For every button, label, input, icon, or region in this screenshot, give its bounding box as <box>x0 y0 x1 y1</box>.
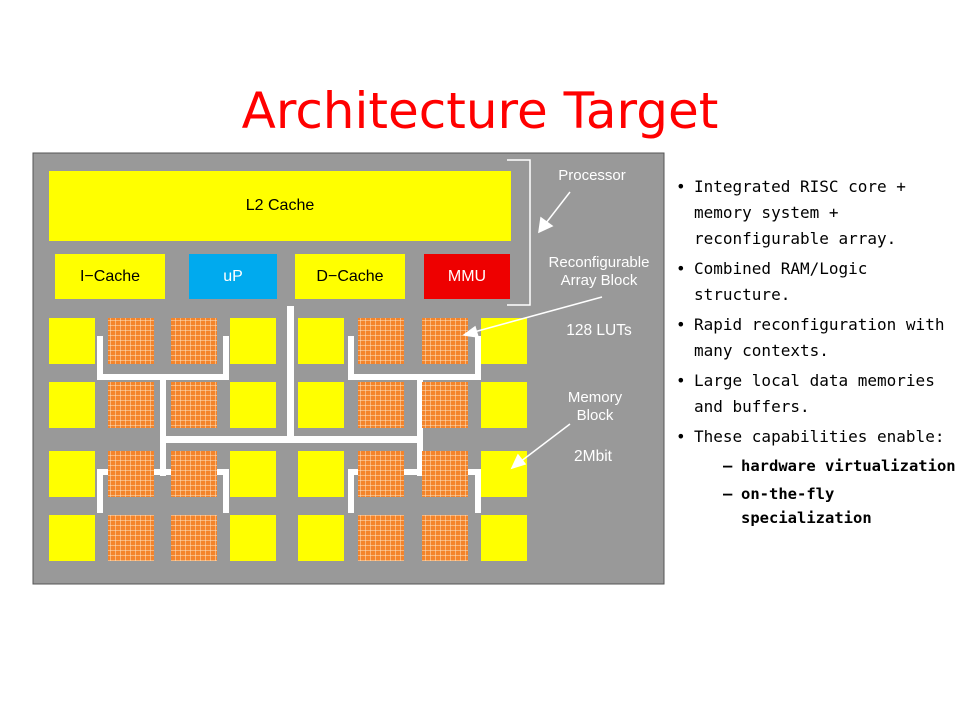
memory-block-tile <box>49 451 95 497</box>
lut-array-tile <box>422 451 468 497</box>
memory-block-tile <box>298 515 344 561</box>
i-cache-label: I−Cache <box>80 268 140 285</box>
d-cache-label: D−Cache <box>316 268 383 285</box>
lut-array-tile <box>108 451 154 497</box>
lut-array-tile <box>358 451 404 497</box>
lut-array-tile <box>108 382 154 428</box>
bullet-dot: • <box>676 259 686 278</box>
lut-array-tile <box>108 515 154 561</box>
bullet-text: Rapid reconfiguration with many contexts… <box>694 315 945 360</box>
pointer-arrows <box>462 191 603 470</box>
bullet-text: Integrated RISC core + memory system + r… <box>694 177 906 248</box>
sub-bullet-dash: – <box>723 485 733 503</box>
reconfigurable-annotation-line2: Array Block <box>561 272 638 289</box>
bullet-item: • Integrated RISC core + memory system + … <box>676 174 960 252</box>
lut-array-tile <box>422 515 468 561</box>
up-label: uP <box>223 268 243 285</box>
memory-block-tile <box>230 451 276 497</box>
memory-block-tile <box>49 318 95 364</box>
bullet-text: Large local data memories and buffers. <box>694 371 935 416</box>
reconfigurable-annotation-line1: Reconfigurable <box>549 254 650 271</box>
d-cache-block <box>295 254 405 299</box>
memory-block-tile <box>481 318 527 364</box>
bullet-dot: • <box>676 315 686 334</box>
memory-block-tile <box>298 382 344 428</box>
sub-bullet-item: –hardware virtualization <box>676 454 960 478</box>
lut-array-tile <box>171 515 217 561</box>
slide-title: Architecture Target <box>241 82 719 140</box>
lut-array-tile <box>171 451 217 497</box>
bullet-item: • Rapid reconfiguration with many context… <box>676 312 960 364</box>
bullet-list: • Integrated RISC core + memory system + … <box>676 174 960 534</box>
mbit-annotation: 2Mbit <box>574 448 613 465</box>
processor-bracket <box>507 159 531 306</box>
memory-annotation-line2: Block <box>577 407 614 424</box>
lut-array-tile <box>358 515 404 561</box>
memory-block-tile <box>481 382 527 428</box>
array-tiles <box>49 318 527 561</box>
memory-block-tile <box>49 515 95 561</box>
memory-block-tile <box>230 318 276 364</box>
lut-array-tile <box>358 318 404 364</box>
memory-block-tile <box>230 515 276 561</box>
memory-block-tile <box>49 382 95 428</box>
memory-annotation-line1: Memory <box>568 389 623 406</box>
bullet-item: • Combined RAM/Logic structure. <box>676 256 960 308</box>
sub-bullet-text: on-the-fly specialization <box>741 485 872 527</box>
bullet-text: These capabilities enable: <box>694 427 945 446</box>
i-cache-block <box>55 254 165 299</box>
memory-block-tile <box>298 451 344 497</box>
bullet-dot: • <box>676 177 686 196</box>
l2-cache-label: L2 Cache <box>246 197 315 214</box>
lut-array-tile <box>171 382 217 428</box>
interconnect <box>97 306 481 513</box>
sub-bullet-dash: – <box>723 457 733 475</box>
memory-block-tile <box>481 515 527 561</box>
mmu-label: MMU <box>448 268 486 285</box>
bullet-item: • Large local data memories and buffers. <box>676 368 960 420</box>
lut-array-tile <box>422 318 468 364</box>
lut-array-tile <box>422 382 468 428</box>
bullet-text: Combined RAM/Logic structure. <box>694 259 868 304</box>
lut-array-tile <box>171 318 217 364</box>
mmu-block <box>424 254 510 299</box>
memory-block-tile <box>298 318 344 364</box>
lut-array-tile <box>358 382 404 428</box>
bullet-item: • These capabilities enable: <box>676 424 960 450</box>
luts-annotation: 128 LUTs <box>566 322 632 339</box>
memory-block-tile <box>230 382 276 428</box>
sub-bullet-text: hardware virtualization <box>741 457 956 475</box>
processor-annotation: Processor <box>558 167 626 184</box>
bullet-dot: • <box>676 371 686 390</box>
bullet-dot: • <box>676 427 686 446</box>
lut-array-tile <box>108 318 154 364</box>
l2-cache-block <box>49 171 511 241</box>
up-block <box>189 254 277 299</box>
sub-bullet-item: –on-the-fly specialization <box>676 482 960 530</box>
